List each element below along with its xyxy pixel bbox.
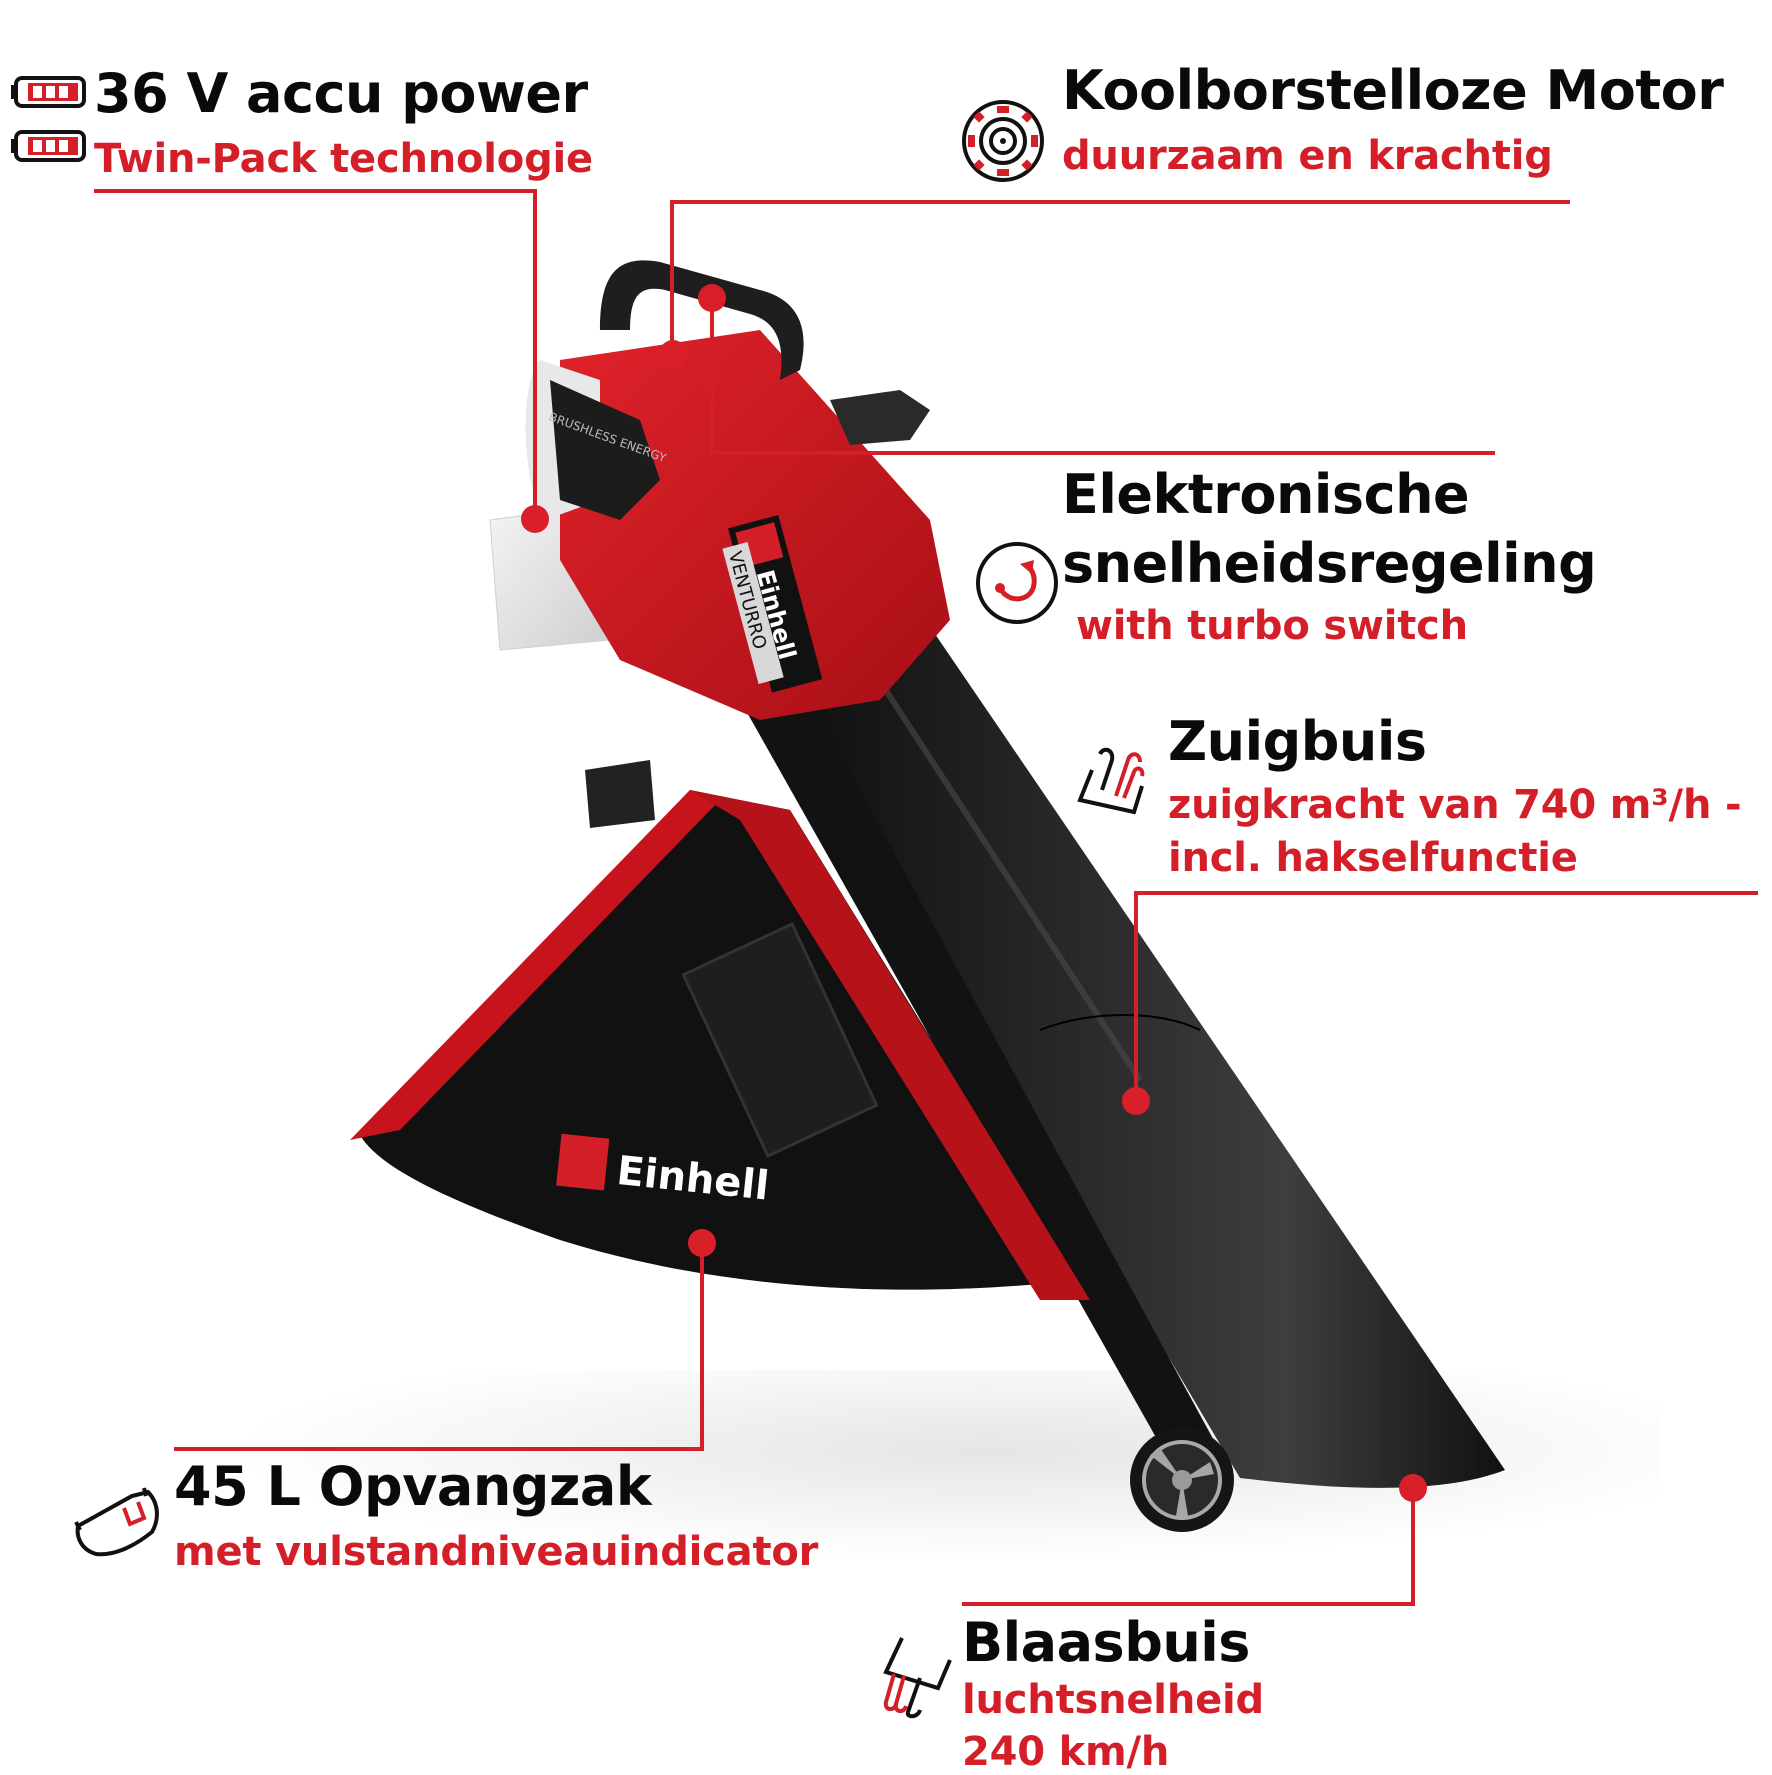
blow-tube (780, 590, 1505, 1488)
speed-control-icon (976, 542, 1058, 624)
blow-tube-icon (883, 1637, 952, 1719)
battery-icon (11, 76, 86, 162)
bag-title: 45 L Opvangzak (174, 1455, 652, 1518)
blow-title: Blaasbuis (962, 1611, 1250, 1674)
motor-subtitle: duurzaam en krachtig (1062, 133, 1553, 179)
blow-subtitle-line2: 240 km/h (962, 1729, 1170, 1775)
collection-bag: Einhell (350, 790, 1090, 1300)
collection-bag-icon (74, 1487, 159, 1557)
battery-title: 36 V accu power (94, 62, 588, 125)
battery-subtitle: Twin-Pack technologie (94, 136, 593, 182)
suction-title: Zuigbuis (1168, 710, 1427, 773)
suction-tube (740, 680, 1230, 1480)
speed-subtitle: with turbo switch (1076, 603, 1468, 649)
motor-housing: BRUSHLESS ENERGY Einhell VENTURRO (525, 260, 950, 720)
bag-subtitle: met vulstandniveauindicator (174, 1529, 819, 1575)
blow-subtitle-line1: luchtsnelheid (962, 1677, 1264, 1723)
motor-title: Koolborstelloze Motor (1062, 59, 1724, 122)
suction-tube-icon (1077, 747, 1145, 815)
wheel (1130, 1428, 1234, 1532)
suction-subtitle-line2: incl. hakselfunctie (1168, 835, 1578, 881)
speed-title-line2: snelheidsregeling (1062, 532, 1597, 595)
speed-title-line1: Elektronische (1062, 463, 1470, 526)
brushless-motor-icon (962, 100, 1044, 182)
suction-subtitle-line1: zuigkracht van 740 m³/h - (1168, 782, 1742, 828)
